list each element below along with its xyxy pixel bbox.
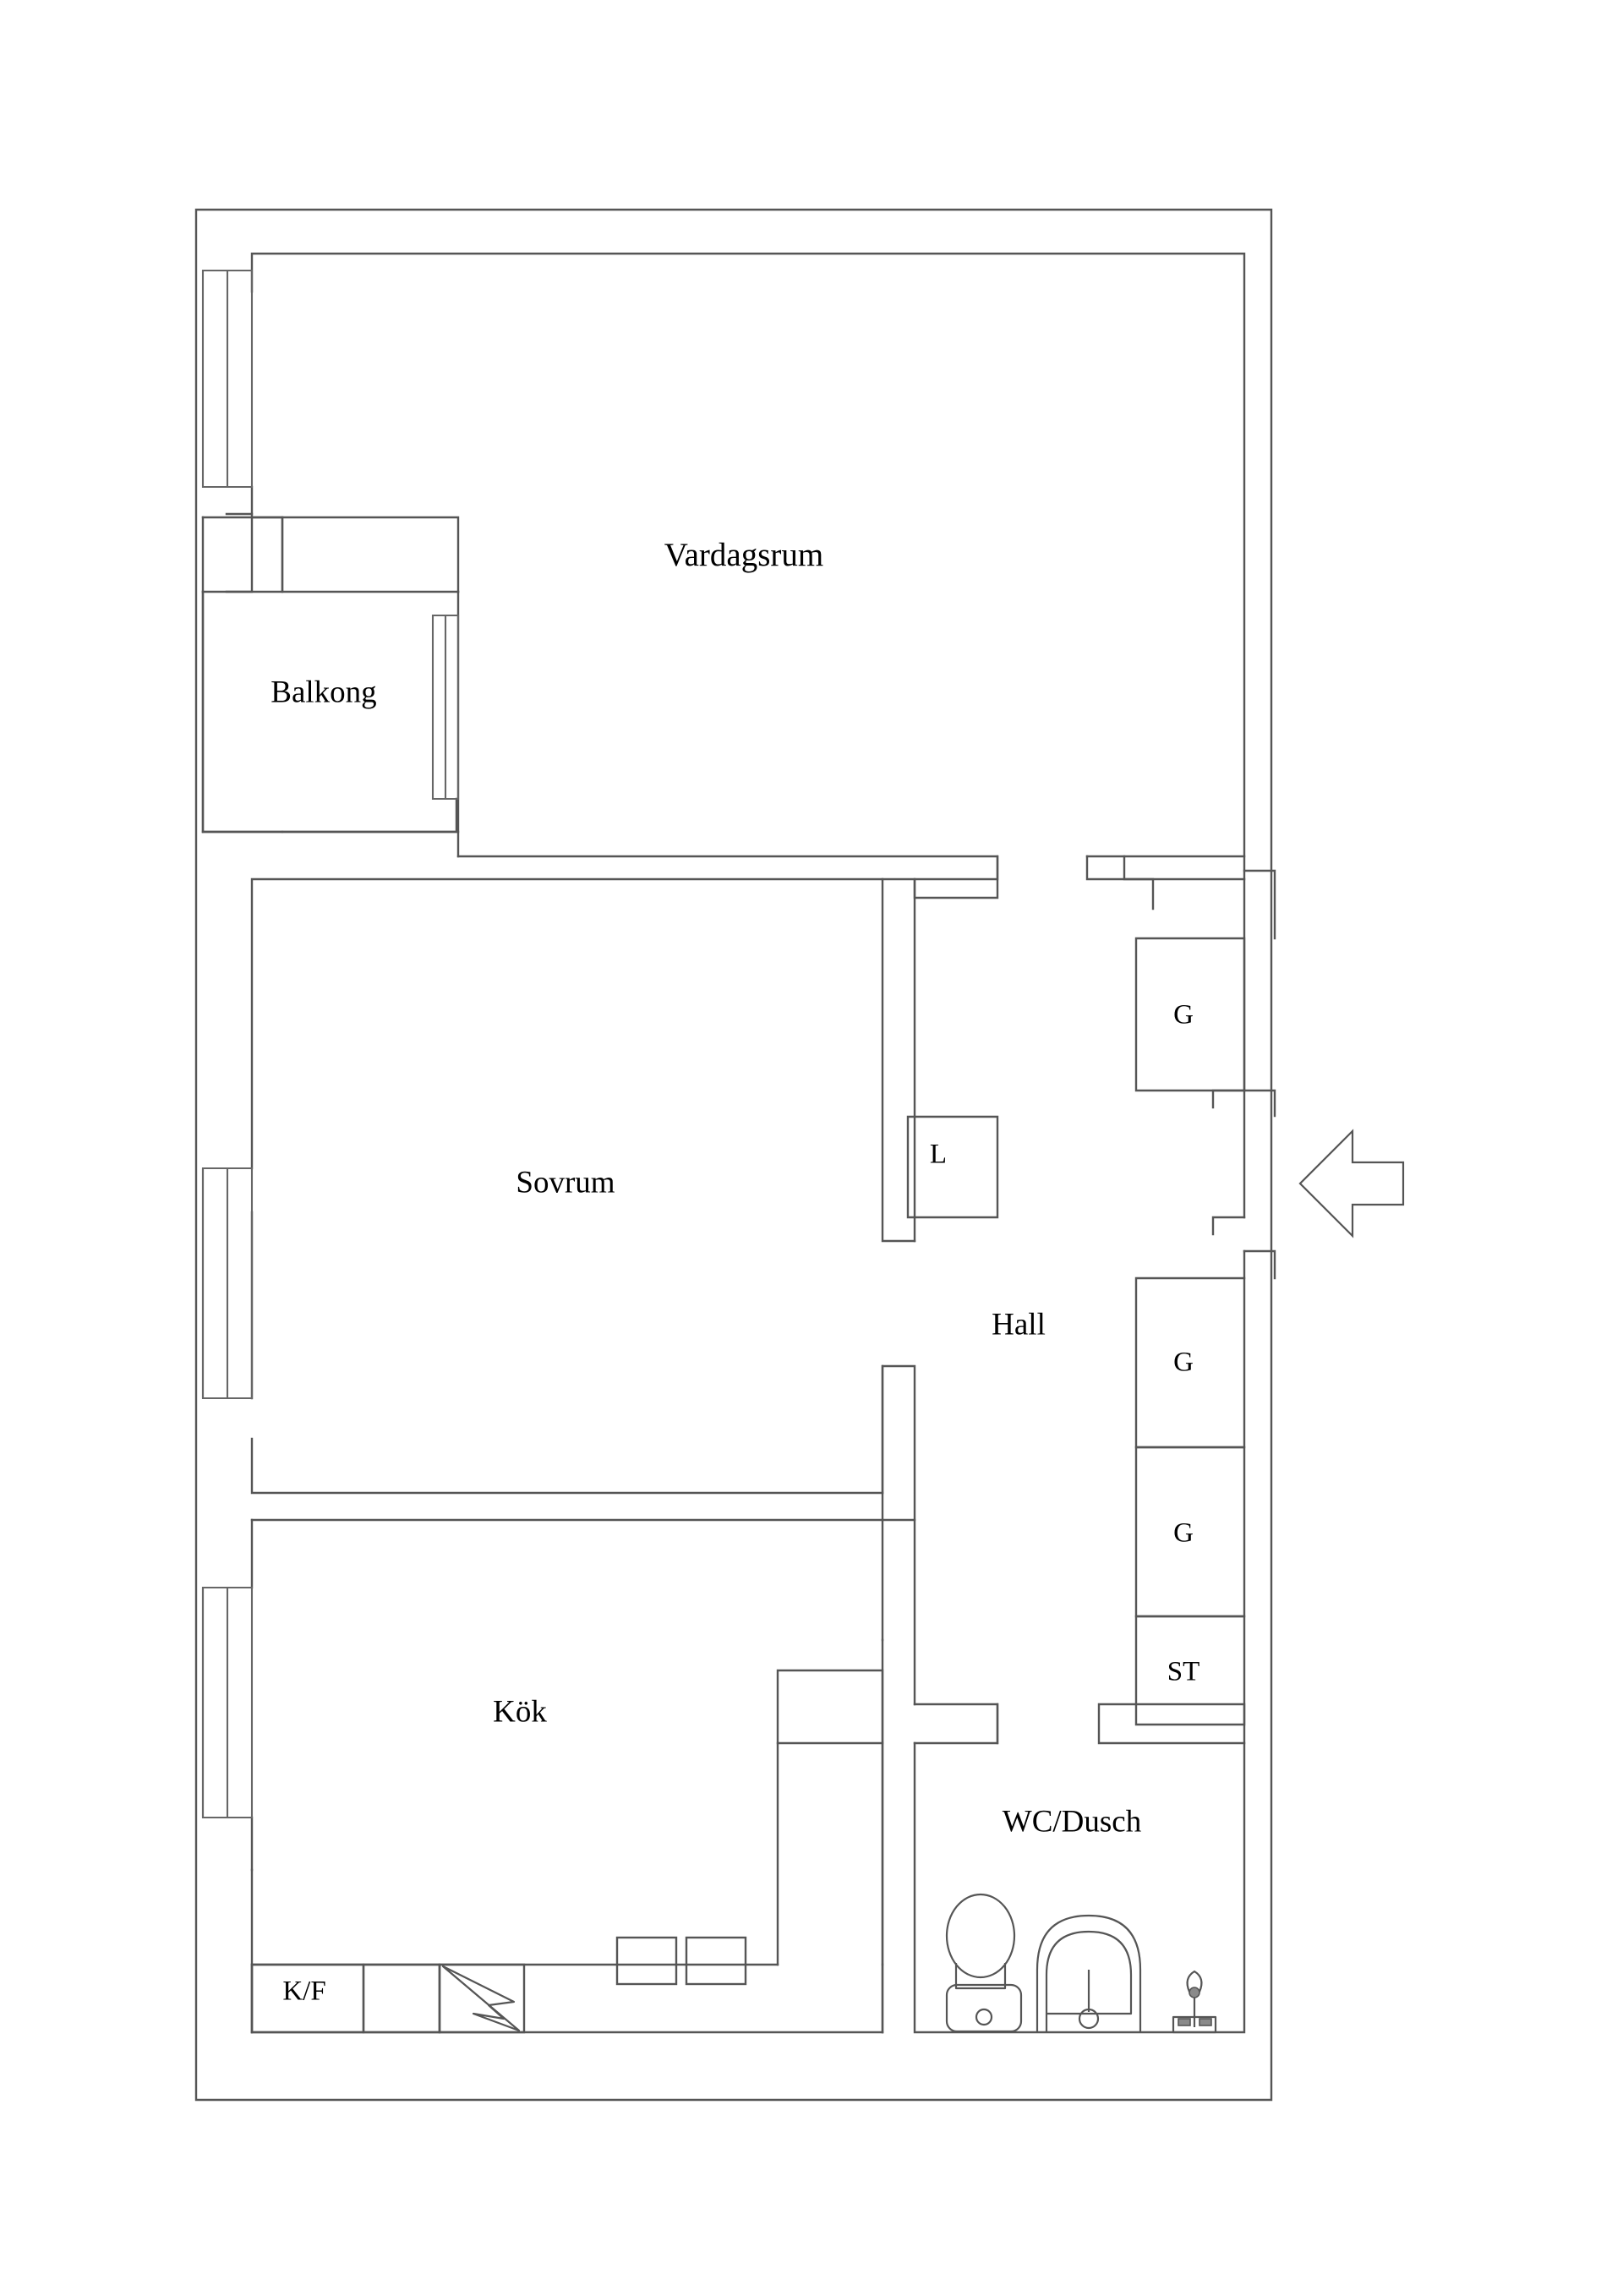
window-kok-left [201, 1586, 254, 1819]
outer-walls [194, 208, 1273, 2102]
closet-g-middle-label: G [1173, 1348, 1194, 1378]
room-label-vardagsrum: Vardagsrum [664, 537, 823, 573]
kitchen-counter-bottom [250, 1963, 441, 2034]
appliance-fridge-freezer: K/F [250, 1963, 365, 2034]
closet-g-middle: G [1134, 1276, 1246, 1449]
closet-l: L [906, 1115, 999, 1219]
closet-l-label: L [930, 1140, 947, 1170]
appliance-cabinet [362, 1963, 441, 2034]
closet-g-lower: G [1134, 1446, 1246, 1618]
room-label-wc-dusch: WC/Dusch [1003, 1804, 1142, 1839]
room-vardagsrum-walls [225, 252, 1246, 910]
fixture-shower [1172, 1970, 1217, 2034]
closet-g-lower-label: G [1173, 1518, 1194, 1549]
appliance-stove [438, 1963, 526, 2034]
room-balkong-walls [201, 516, 460, 834]
balcony-door[interactable] [431, 614, 460, 801]
closet-wall-jambs [1243, 869, 1276, 1280]
kitchen-sink-basins [615, 1936, 747, 1986]
fixture-toilet [945, 1893, 1023, 2033]
window-sovrum-left [201, 1167, 254, 1400]
room-wc-dusch-walls [913, 1741, 1246, 2034]
room-label-sovrum: Sovrum [516, 1165, 615, 1200]
entrance-arrow-icon [1298, 1129, 1405, 1238]
fridge-freezer-label: K/F [282, 1976, 325, 2007]
room-label-hall: Hall [992, 1307, 1046, 1342]
closet-st: ST [1134, 1615, 1246, 1726]
closet-st-label: ST [1167, 1657, 1200, 1687]
closet-g-top-label: G [1173, 1000, 1194, 1030]
room-label-balkong: Balkong [270, 675, 376, 709]
fixture-washbasin [1036, 1914, 1142, 2032]
closet-g-top: G [1134, 937, 1246, 1092]
window-livingroom-upper-left [201, 269, 254, 489]
room-hall-walls [913, 855, 1246, 1745]
room-kok-walls [250, 1518, 884, 2034]
room-label-kok: Kök [493, 1694, 547, 1729]
